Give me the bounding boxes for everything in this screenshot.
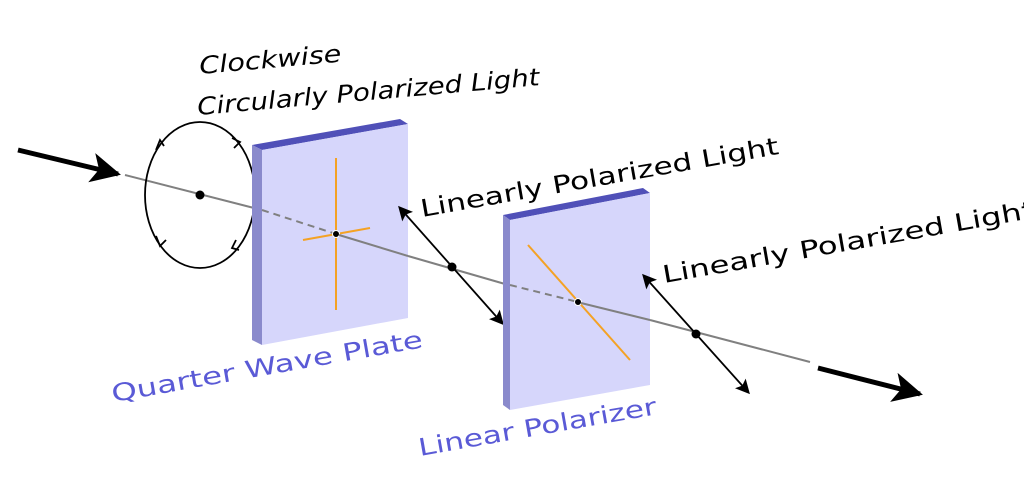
beam-point-linear-2 <box>691 329 701 339</box>
plate-beam-point <box>332 230 340 238</box>
label-clockwise: Clockwise <box>198 40 342 80</box>
polarizer-beam-point <box>574 298 582 306</box>
incoming-light-arrow <box>17 147 121 183</box>
beam-segment-plate-exit <box>338 234 409 257</box>
ellipse-arrow-icon <box>230 239 240 251</box>
outgoing-light-arrow <box>817 365 923 402</box>
plate-side <box>252 145 262 345</box>
beam-segment-outgoing <box>649 319 811 363</box>
ellipse-arrow-icon <box>231 137 242 149</box>
beam-point-linear-1 <box>447 262 457 272</box>
beam-segment-polarizer-exit <box>580 302 651 321</box>
ellipse-arrow-icon <box>155 138 165 151</box>
beam-point-circular <box>195 190 205 200</box>
polarizer-top-edge <box>503 188 650 220</box>
polarizer-side <box>503 215 510 410</box>
beam-segment-plate-dashed <box>261 209 337 235</box>
label-linear-2: Linearly Polarized Light <box>660 196 1024 289</box>
beam-segment-middle <box>407 255 506 285</box>
plate-top-edge <box>252 119 408 150</box>
quarter-wave-plate <box>252 119 408 345</box>
ellipse-arrow-icon <box>155 235 167 248</box>
